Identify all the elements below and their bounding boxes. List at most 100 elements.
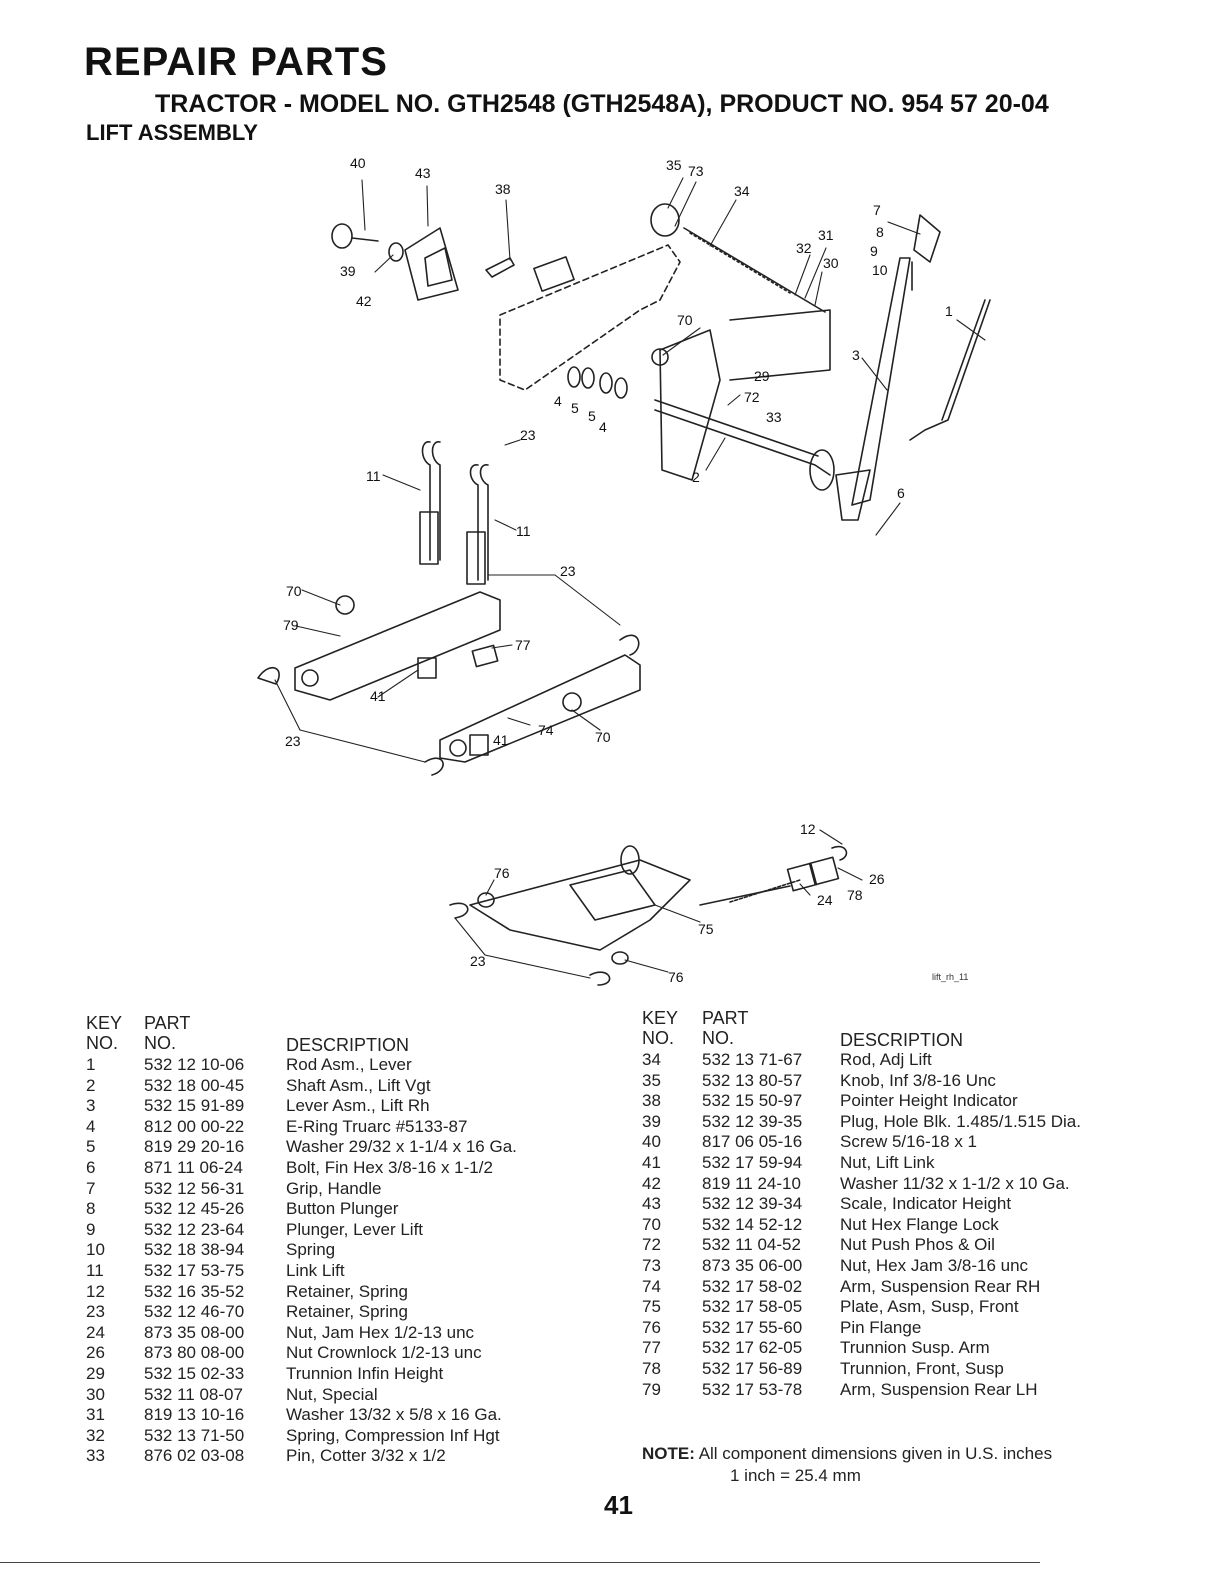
description: Rod Asm., Lever	[286, 1055, 412, 1074]
description: Plug, Hole Blk. 1.485/1.515 Dia.	[840, 1111, 1081, 1131]
part-no: 532 15 02-33	[144, 1363, 245, 1383]
key-no: 2	[86, 1075, 96, 1095]
description: Trunnion, Front, Susp	[840, 1358, 1004, 1378]
front-plate-75	[469, 859, 691, 951]
arm-74	[439, 654, 641, 763]
part-no: 532 17 58-05	[702, 1297, 803, 1317]
part-no: 532 11 04-52	[702, 1235, 801, 1255]
part-no: 532 14 52-12	[702, 1214, 803, 1234]
part-no: 532 17 58-02	[702, 1276, 803, 1296]
callout-4b: 4	[599, 419, 607, 435]
description: Button Plunger	[286, 1199, 399, 1219]
key-no: 3	[86, 1096, 96, 1116]
description: Pin, Cotter 3/32 x 1/2	[286, 1446, 446, 1466]
description: Spring	[286, 1240, 336, 1260]
callout-70a: 70	[677, 312, 693, 328]
key-no: 26	[86, 1343, 105, 1363]
part-no: 532 16 35-52	[144, 1281, 245, 1301]
link-lift-11b	[469, 464, 479, 581]
callout-40: 40	[350, 155, 366, 171]
key-no: 29	[86, 1363, 105, 1383]
description: Knob, Inf 3/8-16 Unc	[840, 1070, 996, 1090]
key-no: 35	[642, 1070, 661, 1090]
key-no: 40	[642, 1132, 661, 1152]
key-no: 73	[642, 1255, 661, 1275]
callout-34: 34	[734, 183, 750, 199]
description: Nut, Hex Jam 3/8-16 unc	[840, 1255, 1029, 1275]
key-no: 77	[642, 1338, 661, 1358]
header-part-no: NO.	[144, 1033, 177, 1053]
key-no: 24	[86, 1322, 105, 1342]
table-header: KEY NO. PART NO. DESCRIPTION	[86, 1013, 556, 1055]
callout-79: 79	[283, 617, 299, 633]
link-lift-11a	[421, 441, 431, 561]
callout-26: 26	[869, 871, 885, 887]
callout-23b: 23	[560, 563, 576, 579]
lever-3	[851, 257, 911, 506]
key-no: 10	[86, 1240, 105, 1260]
part-no: 532 12 46-70	[144, 1302, 245, 1322]
callout-43: 43	[415, 165, 431, 181]
scale-43	[404, 227, 459, 301]
key-no: 34	[642, 1050, 661, 1069]
part-no: 871 11 06-24	[144, 1157, 243, 1177]
description: Nut, Jam Hex 1/2-13 unc	[286, 1322, 475, 1342]
description: Washer 29/32 x 1-1/4 x 16 Ga.	[286, 1137, 517, 1157]
part-no: 819 29 20-16	[144, 1137, 245, 1157]
callout-29: 29	[754, 368, 770, 384]
model-subtitle: TRACTOR - MODEL NO. GTH2548 (GTH2548A), …	[155, 90, 1049, 118]
part-no: 817 06 05-16	[702, 1132, 803, 1152]
page-title: REPAIR PARTS	[84, 40, 388, 84]
key-no: 42	[642, 1173, 661, 1193]
key-no: 8	[86, 1199, 96, 1219]
part-no: 532 13 71-67	[702, 1050, 803, 1069]
part-no: 532 12 39-34	[702, 1194, 803, 1214]
table-row: 33 876 02 03-08 Pin, Cotter 3/32 x 1/2	[86, 1446, 556, 1467]
arm-79	[294, 591, 501, 701]
part-no: 532 12 39-35	[702, 1111, 803, 1131]
key-no: 38	[642, 1091, 661, 1111]
callout-32: 32	[796, 240, 812, 256]
part-no: 876 02 03-08	[144, 1446, 245, 1466]
frame-bracket	[499, 244, 681, 391]
part-no: 819 11 24-10	[702, 1173, 801, 1193]
description: Spring, Compression Inf Hgt	[286, 1425, 500, 1445]
description: Bolt, Fin Hex 3/8-16 x 1-1/2	[286, 1157, 493, 1177]
page-number: 41	[604, 1490, 633, 1520]
header-description: DESCRIPTION	[286, 1035, 410, 1055]
callout-72: 72	[744, 389, 760, 405]
callout-9: 9	[870, 243, 878, 259]
key-no: 31	[86, 1405, 105, 1425]
part-no: 532 15 50-97	[702, 1091, 803, 1111]
note-line-2: 1 inch = 25.4 mm	[730, 1466, 861, 1485]
knob-35	[650, 203, 680, 237]
dimension-note: NOTE: All component dimensions given in …	[642, 1443, 1052, 1487]
key-no: 6	[86, 1157, 96, 1177]
part-no: 532 12 10-06	[144, 1055, 245, 1074]
description: Trunnion Infin Height	[286, 1363, 444, 1383]
callout-5b: 5	[588, 408, 596, 424]
part-no: 532 13 71-50	[144, 1425, 245, 1445]
description: Nut, Lift Link	[840, 1152, 935, 1172]
key-no: 33	[86, 1446, 105, 1466]
description: Arm, Suspension Rear RH	[840, 1276, 1041, 1296]
key-no: 78	[642, 1358, 661, 1378]
callout-75: 75	[698, 921, 714, 937]
